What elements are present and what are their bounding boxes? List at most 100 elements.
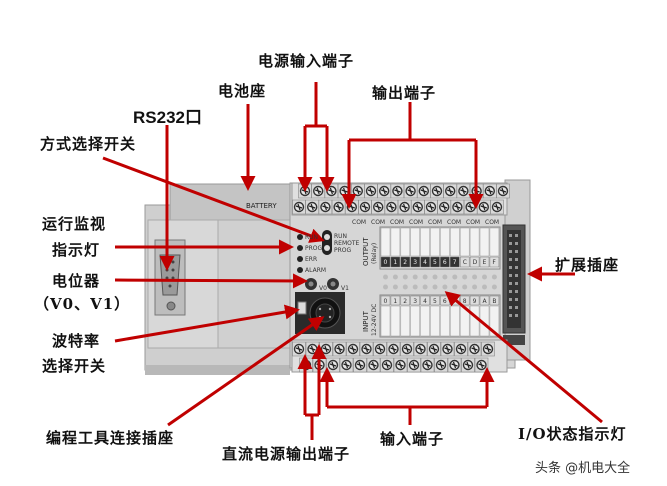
terminal-screw <box>482 183 497 199</box>
terminal-screw <box>447 357 462 373</box>
mode-switch[interactable] <box>322 230 332 255</box>
input-channel-label: 9 <box>473 298 477 305</box>
terminal-screw <box>357 199 373 215</box>
output-channel-label: 4 <box>423 259 427 266</box>
output-led <box>442 274 448 280</box>
input-channel-label: 6 <box>443 298 447 305</box>
label-baud-switch-2: 选择开关 <box>42 357 107 375</box>
input-led <box>491 284 497 290</box>
bottom-terminal-block <box>291 339 508 373</box>
terminal-screw <box>331 199 346 215</box>
com-label: COM <box>409 219 423 226</box>
output-led <box>432 274 438 280</box>
terminal-screw <box>291 199 307 215</box>
output-panel-label: OUTPUT <box>362 237 370 266</box>
terminal-screw <box>390 183 405 199</box>
label-run-monitor-1: 运行监视 <box>42 215 107 233</box>
label-rs232-port: RS232口 <box>133 108 202 127</box>
com-label: COM <box>371 219 385 226</box>
terminal-screw <box>318 341 334 357</box>
label-output-terminals: 输出端子 <box>372 84 437 102</box>
output-channel-label: 5 <box>433 259 437 266</box>
output-channel-label: D <box>473 259 478 266</box>
input-led <box>412 284 418 290</box>
terminal-screw <box>453 341 469 357</box>
terminal-screw <box>318 199 333 215</box>
terminal-screw <box>403 183 418 199</box>
terminal-screw <box>377 183 392 199</box>
led-err: ERR <box>305 256 317 263</box>
battery-text: BATTERY <box>246 202 277 210</box>
terminal-screw <box>433 357 449 373</box>
terminal-screw <box>344 199 359 215</box>
input-led <box>462 284 468 290</box>
terminal-screw <box>474 357 489 373</box>
status-leds <box>297 234 303 273</box>
input-channel-label: 3 <box>413 298 417 305</box>
output-channel-label: C <box>463 259 467 266</box>
label-input-terminals: 输入端子 <box>380 430 445 448</box>
arrow-potentiometer <box>114 273 308 289</box>
terminal-screw <box>495 183 511 199</box>
output-panel-sub: (Relay) <box>371 243 378 264</box>
input-channel-label: 8 <box>463 298 467 305</box>
terminal-screw <box>399 341 415 357</box>
potentiometer-v0[interactable] <box>305 278 317 290</box>
input-channel-label: 1 <box>393 298 397 305</box>
output-led <box>402 274 408 280</box>
potentiometer-v1[interactable] <box>327 278 339 290</box>
terminal-screw <box>467 341 482 357</box>
terminal-screw <box>350 183 365 199</box>
terminal-screw <box>291 341 307 357</box>
terminal-screw <box>372 341 388 357</box>
arrow-mode-switch <box>102 156 325 243</box>
terminal-screw <box>311 183 326 199</box>
terminal-screw <box>352 357 368 373</box>
output-led <box>491 274 497 280</box>
terminal-screw <box>489 199 505 215</box>
terminal-screw <box>325 357 341 373</box>
arrow-input-terminals <box>327 405 487 425</box>
output-led <box>412 274 418 280</box>
terminal-screw <box>339 357 354 373</box>
output-channel-label: 6 <box>443 259 447 266</box>
terminal-screw <box>393 357 408 373</box>
terminal-screw <box>480 341 496 357</box>
output-led <box>462 274 468 280</box>
terminal-screw <box>420 357 435 373</box>
label-programming-tool: 编程工具连接插座 <box>46 429 175 447</box>
terminal-screw <box>476 199 491 215</box>
input-channel-label: 0 <box>384 298 388 305</box>
terminal-screw <box>460 357 476 373</box>
output-channel-label: 3 <box>413 259 417 266</box>
arrow-dc-output <box>305 413 319 440</box>
output-channel-label: 7 <box>453 259 457 266</box>
label-baud-switch-1: 波特率 <box>52 332 101 350</box>
terminal-screw <box>413 341 428 357</box>
mode-remote: REMOTE <box>334 240 360 247</box>
arrow-io-status <box>444 291 603 424</box>
label-mode-switch: 方式选择开关 <box>40 135 137 153</box>
input-led <box>442 284 448 290</box>
input-led <box>422 284 428 290</box>
terminal-screw <box>416 183 431 199</box>
input-channel-label: 5 <box>433 298 437 305</box>
input-channel-label: A <box>483 298 488 305</box>
input-panel-label: INPUT <box>362 310 370 332</box>
input-led <box>392 284 398 290</box>
terminal-screw <box>332 341 347 357</box>
pot-label-v1: V1 <box>341 285 349 292</box>
label-potentiometer-1: 电位器 <box>52 272 101 290</box>
input-channel-label: B <box>492 298 496 305</box>
com-label: COM <box>428 219 442 226</box>
baud-rate-switch[interactable] <box>297 301 307 315</box>
terminal-screw <box>429 183 445 199</box>
label-expansion-socket: 扩展插座 <box>555 256 620 274</box>
arrow-programming-tool <box>167 316 325 427</box>
led-run: RUN <box>305 234 318 241</box>
mode-run: RUN <box>334 233 347 240</box>
input-channel-label: 2 <box>403 298 407 305</box>
input-led <box>482 284 487 290</box>
